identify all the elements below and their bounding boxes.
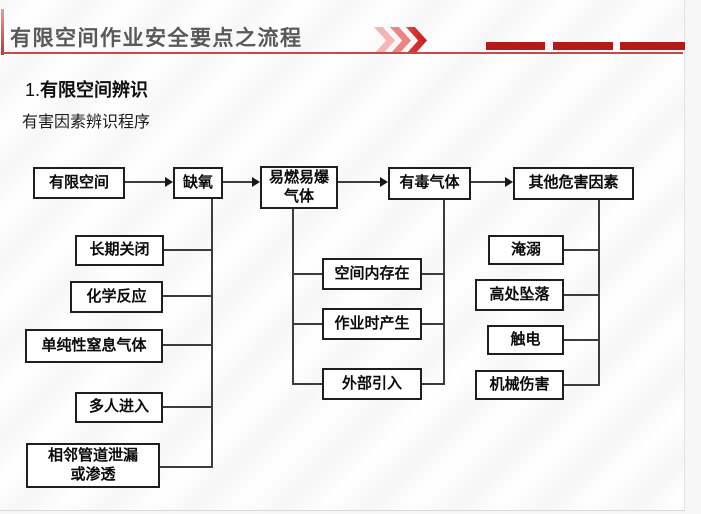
connector-line xyxy=(422,323,445,325)
header-dash-3 xyxy=(620,42,685,50)
connector-line xyxy=(292,323,322,325)
gas-branch-left-rail xyxy=(292,209,294,385)
flow-box-other-hazards: 其他危害因素 xyxy=(513,167,634,200)
connector-line xyxy=(164,249,211,251)
flow-box-multiple-entry: 多人进入 xyxy=(75,392,163,423)
header-dash-2 xyxy=(553,42,613,50)
flow-arrowhead-icon xyxy=(165,177,173,187)
flow-box-adjacent-pipe-leak: 相邻管道泄漏 或渗透 xyxy=(26,443,160,488)
page-title: 有限空间作业安全要点之流程 xyxy=(10,27,303,50)
flow-box-chemical-reaction: 化学反应 xyxy=(70,281,163,313)
flow-arrow-line xyxy=(471,181,506,183)
flow-box-existing-in-space: 空间内存在 xyxy=(322,258,422,290)
connector-line xyxy=(163,344,211,346)
flow-arrow-line xyxy=(338,181,381,183)
flow-box-fall-from-height: 高处坠落 xyxy=(475,279,564,311)
flow-box-flammable-explosive-gas: 易燃易爆 气体 xyxy=(260,166,338,209)
connector-line xyxy=(564,339,598,341)
connector-line xyxy=(163,406,211,408)
flow-box-simple-asphyxiant-gas: 单纯性窒息气体 xyxy=(25,329,163,363)
left-accent-bar xyxy=(1,9,4,55)
connector-line xyxy=(564,294,598,296)
section-heading: 1.有限空间辨识 xyxy=(25,76,148,102)
section-subheading: 有害因素辨识程序 xyxy=(22,114,151,131)
flow-box-externally-introduced: 外部引入 xyxy=(322,368,422,400)
header-dash-1 xyxy=(486,42,545,50)
chevron-1-icon xyxy=(374,27,395,54)
flow-box-drowning: 淹溺 xyxy=(488,235,564,265)
section-number: 1. xyxy=(25,80,41,100)
flow-box-long-term-closure: 长期关闭 xyxy=(75,235,164,266)
other-branch-rail xyxy=(598,200,600,386)
flow-box-generated-during-work: 作业时产生 xyxy=(322,308,422,340)
oxygen-branch-rail xyxy=(211,199,213,468)
connector-line xyxy=(422,273,445,275)
connector-line xyxy=(564,249,598,251)
flow-box-toxic-gas: 有毒气体 xyxy=(388,167,471,200)
title-underline xyxy=(2,52,683,54)
section-heading-text: 有限空间辨识 xyxy=(40,80,149,100)
connector-line xyxy=(163,295,211,297)
connector-line xyxy=(422,383,445,385)
connector-line xyxy=(292,273,322,275)
flow-arrowhead-icon xyxy=(252,177,260,187)
flow-box-confined-space: 有限空间 xyxy=(33,167,125,199)
slide-canvas: 有限空间作业安全要点之流程 1.有限空间辨识 有害因素辨识程序 有限空间 缺氧 … xyxy=(0,0,685,511)
flow-box-oxygen-deficiency: 缺氧 xyxy=(173,167,223,199)
connector-line xyxy=(160,466,211,468)
flow-box-mechanical-injury: 机械伤害 xyxy=(475,370,564,400)
flow-arrow-line xyxy=(223,181,253,183)
flow-arrowhead-icon xyxy=(380,177,388,187)
connector-line xyxy=(564,384,598,386)
connector-line xyxy=(292,383,322,385)
flow-arrow-line xyxy=(125,181,166,183)
gas-branch-right-rail xyxy=(443,200,445,385)
flow-arrowhead-icon xyxy=(505,177,513,187)
flow-box-electric-shock: 触电 xyxy=(487,325,564,355)
